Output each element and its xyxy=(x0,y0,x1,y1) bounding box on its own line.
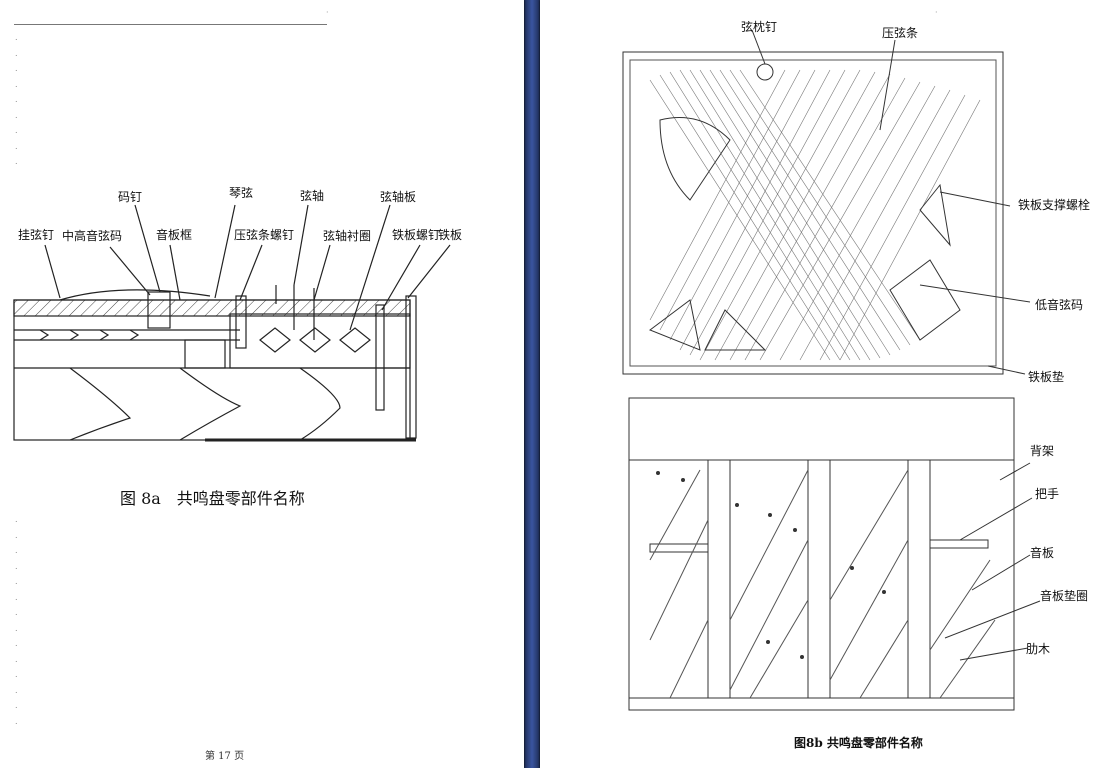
label-tieban-dian: 铁板垫 xyxy=(1028,370,1065,384)
label-yaxiantiao-luoding: 压弦条螺钉 xyxy=(234,228,295,242)
paragraph-marks-bottom: .............. xyxy=(15,515,18,726)
label-qin-xian: 琴弦 xyxy=(229,186,254,200)
label-ya-xian-tiao: 压弦条 xyxy=(882,26,919,40)
label-zhonggaoyin-xianma: 中高音弦码 xyxy=(62,229,123,243)
figure-caption-8b: 图8b 共鸣盘零部件名称 xyxy=(794,736,923,750)
iron-plate-diagram xyxy=(622,29,1041,711)
label-ba-shou: 把手 xyxy=(1035,487,1060,501)
label-tieban-luoding: 铁板螺钉 xyxy=(392,228,441,242)
label-ma-ding: 码钉 xyxy=(118,190,143,204)
figure-caption-8a: 图 8a 共鸣盘零部件名称 xyxy=(120,489,305,508)
label-tie-ban: 铁板 xyxy=(438,228,463,242)
corner-mark: · xyxy=(935,8,938,17)
header-rule xyxy=(14,24,327,25)
document-page-right: · xyxy=(540,0,1118,768)
paragraph-marks-top: ......... xyxy=(15,33,18,166)
label-xianzhou-chenquan: 弦轴衬圈 xyxy=(323,229,372,243)
label-xianzhou-ban: 弦轴板 xyxy=(380,190,417,204)
label-lei-mu: 肋木 xyxy=(1026,642,1051,656)
page-gutter xyxy=(524,0,540,768)
label-yin-ban: 音板 xyxy=(1030,546,1055,560)
label-bei-jia: 背架 xyxy=(1030,444,1055,458)
label-tieban-zhicheng-luoshuan: 铁板支撑螺栓 xyxy=(1018,198,1091,212)
corner-mark: · xyxy=(326,8,329,17)
label-xianzhen-ding: 弦枕钉 xyxy=(741,20,778,34)
label-yinban-dianquan: 音板垫圈 xyxy=(1040,589,1089,603)
label-xian-zhou: 弦轴 xyxy=(300,189,325,203)
label-yinban-kuang: 音板框 xyxy=(156,228,193,242)
document-page-left: · ......... .............. xyxy=(0,0,524,768)
label-diyin-xianma: 低音弦码 xyxy=(1035,298,1084,312)
soundboard-cross-section-diagram xyxy=(13,204,451,442)
label-guaxian-ding: 挂弦钉 xyxy=(18,228,55,242)
page-footer: 第 17 页 xyxy=(205,751,245,762)
